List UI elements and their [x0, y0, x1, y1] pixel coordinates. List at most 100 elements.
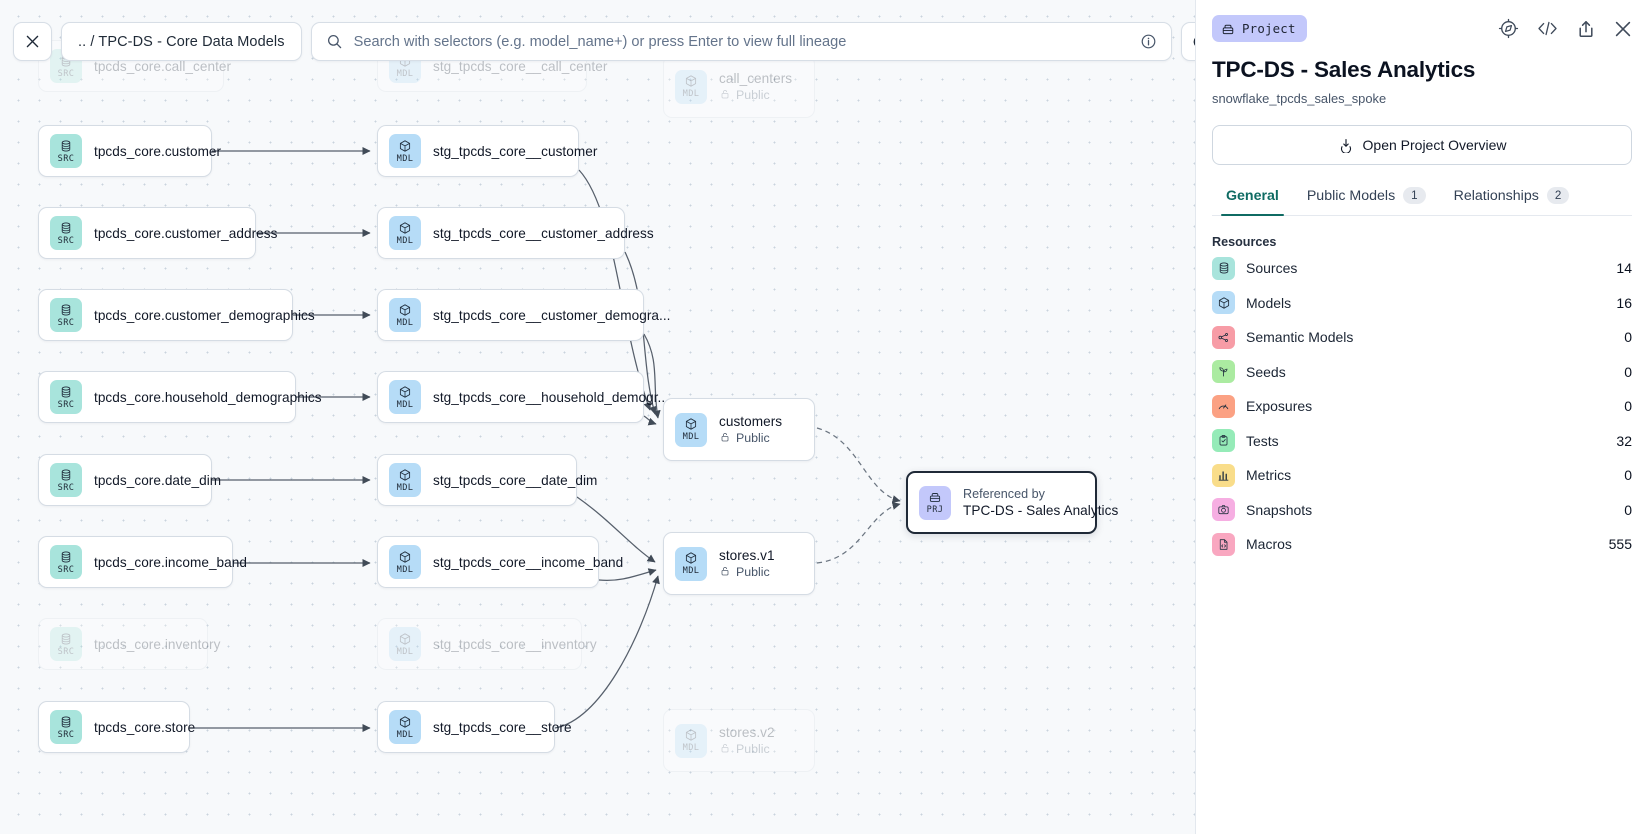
search-bar[interactable] — [310, 22, 1172, 61]
node-label: tpcds_core.call_center — [94, 58, 232, 74]
project-type-badge: Project — [1212, 15, 1307, 42]
lineage-node[interactable]: SRC tpcds_core.store — [38, 701, 195, 753]
lineage-node[interactable]: SRC tpcds_core.customer_address — [38, 207, 278, 259]
project-identifier: snowflake_tpcds_sales_spoke — [1212, 91, 1387, 106]
close-icon — [26, 35, 39, 48]
resources-heading: Resources — [1212, 235, 1277, 249]
database-icon — [1212, 256, 1235, 280]
cube-icon — [398, 715, 412, 730]
tab-general[interactable]: General — [1212, 187, 1293, 216]
seedling-icon — [1212, 360, 1235, 384]
share-icon[interactable] — [1576, 19, 1596, 39]
node-type-label: SRC — [57, 564, 75, 575]
node-type-label: MDL — [682, 743, 700, 753]
node-type-label: SRC — [57, 646, 75, 657]
node-type-label: SRC — [57, 399, 75, 410]
node-type-badge-mdl: MDL — [675, 546, 707, 581]
node-label: TPC-DS - Sales Analytics — [963, 503, 1119, 518]
project-badge-label: Project — [1242, 21, 1296, 36]
node-body: tpcds_core.store — [94, 720, 195, 735]
refresh-button[interactable] — [1180, 22, 1195, 61]
node-body: stg_tpcds_core__store — [433, 720, 572, 735]
cube-icon — [684, 417, 698, 432]
cube-icon — [398, 632, 412, 647]
close-panel-icon[interactable] — [1613, 19, 1633, 39]
node-body: stg_tpcds_core__household_demogr... — [433, 389, 670, 405]
node-body: stg_tpcds_core__call_center — [433, 59, 607, 74]
node-type-badge-src: SRC — [50, 627, 82, 661]
open-project-overview-button[interactable]: Open Project Overview — [1212, 125, 1632, 165]
node-type-label: MDL — [396, 317, 414, 328]
info-circle-icon[interactable] — [1140, 33, 1157, 50]
node-body: tpcds_core.customer_demographics — [94, 308, 315, 323]
node-label: stg_tpcds_core__date_dim — [433, 472, 598, 488]
compass-icon[interactable] — [1498, 18, 1519, 39]
detail-panel: Project — [1196, 0, 1648, 834]
page-title: TPC-DS - Sales Analytics — [1212, 57, 1476, 82]
search-input[interactable] — [353, 33, 1129, 50]
node-body: tpcds_core.household_demographics — [94, 390, 322, 405]
code-icon[interactable] — [1536, 19, 1559, 38]
node-label: tpcds_core.customer — [94, 143, 222, 159]
breadcrumb-button[interactable]: .. / TPC-DS - Core Data Models — [61, 22, 302, 61]
open-project-overview-label: Open Project Overview — [1362, 137, 1507, 153]
lineage-node[interactable]: SRC tpcds_core.household_demographics — [38, 371, 322, 423]
node-label: tpcds_core.customer_address — [94, 225, 278, 241]
node-type-label: SRC — [57, 235, 75, 246]
resource-count: 0 — [1624, 329, 1632, 346]
resource-count: 0 — [1624, 363, 1632, 380]
cube-icon — [398, 221, 412, 236]
node-type-badge-prj: PRJ — [919, 485, 951, 520]
node-label: customers — [719, 413, 783, 429]
close-lineage-button[interactable] — [13, 22, 52, 61]
node-type-badge-mdl: MDL — [389, 298, 421, 332]
refresh-icon — [1193, 37, 1195, 45]
node-label: stores.v2 — [719, 724, 775, 740]
node-label: stg_tpcds_core__customer_address — [433, 225, 654, 241]
node-label: stg_tpcds_core__income_band — [433, 554, 624, 570]
node-type-label: MDL — [396, 153, 414, 164]
clipboard-check-icon — [1212, 429, 1235, 453]
cube-icon — [1212, 291, 1235, 315]
cube-icon — [398, 385, 412, 400]
resource-count: 0 — [1624, 467, 1632, 484]
database-icon — [59, 221, 73, 236]
node-body: tpcds_core.customer — [94, 143, 222, 159]
node-label: stg_tpcds_core__inventory — [433, 636, 597, 652]
lineage-canvas[interactable]: .. / TPC-DS - Core Data Models — [0, 0, 1196, 834]
cube-icon — [684, 551, 698, 566]
node-type-label: SRC — [57, 482, 75, 493]
node-type-badge-src: SRC — [50, 710, 82, 744]
node-label: stg_tpcds_core__household_demogr... — [433, 389, 670, 405]
